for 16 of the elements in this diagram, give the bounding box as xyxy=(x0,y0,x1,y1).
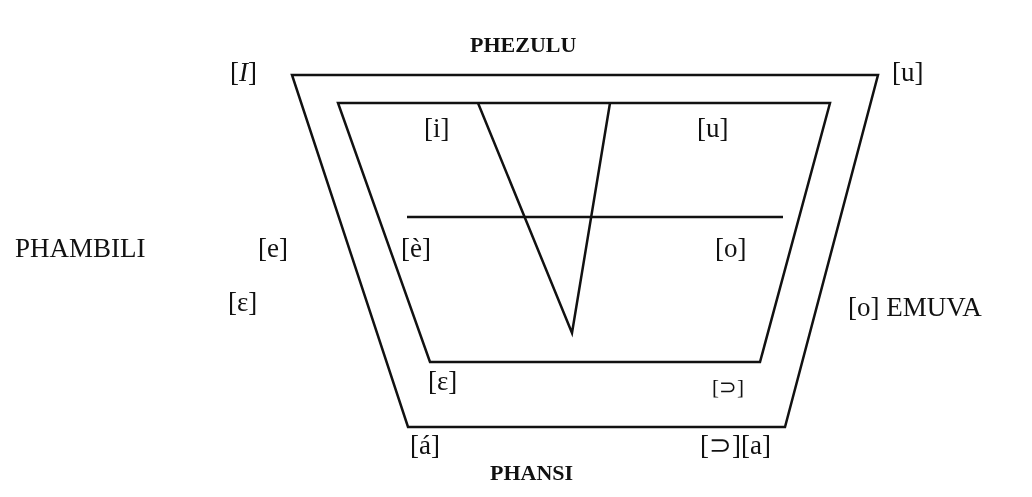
side-label: [o] EMUVA xyxy=(848,292,982,322)
vowel-symbol: [è] xyxy=(401,233,431,263)
vowel-symbol: [I] xyxy=(230,57,257,87)
vowel-symbol: [á] xyxy=(410,430,440,460)
vowel-symbol: [u] xyxy=(892,57,924,87)
heading-label: PHEZULU xyxy=(470,31,577,59)
vowel-symbol: [⊃] xyxy=(712,374,744,401)
vowel-symbol: [i] xyxy=(424,113,450,143)
vowel-symbol: [o] xyxy=(715,233,747,263)
side-label: PHAMBILI xyxy=(15,233,146,263)
heading-label: PHANSI xyxy=(490,459,574,487)
vowel-symbol: [ε] xyxy=(428,366,458,396)
vowel-symbol: [⊃][a] xyxy=(700,430,771,460)
vowel-symbol: [e] xyxy=(258,233,288,263)
vowel-symbol: [u] xyxy=(697,113,729,143)
vowel-symbol: [ε] xyxy=(228,287,258,317)
